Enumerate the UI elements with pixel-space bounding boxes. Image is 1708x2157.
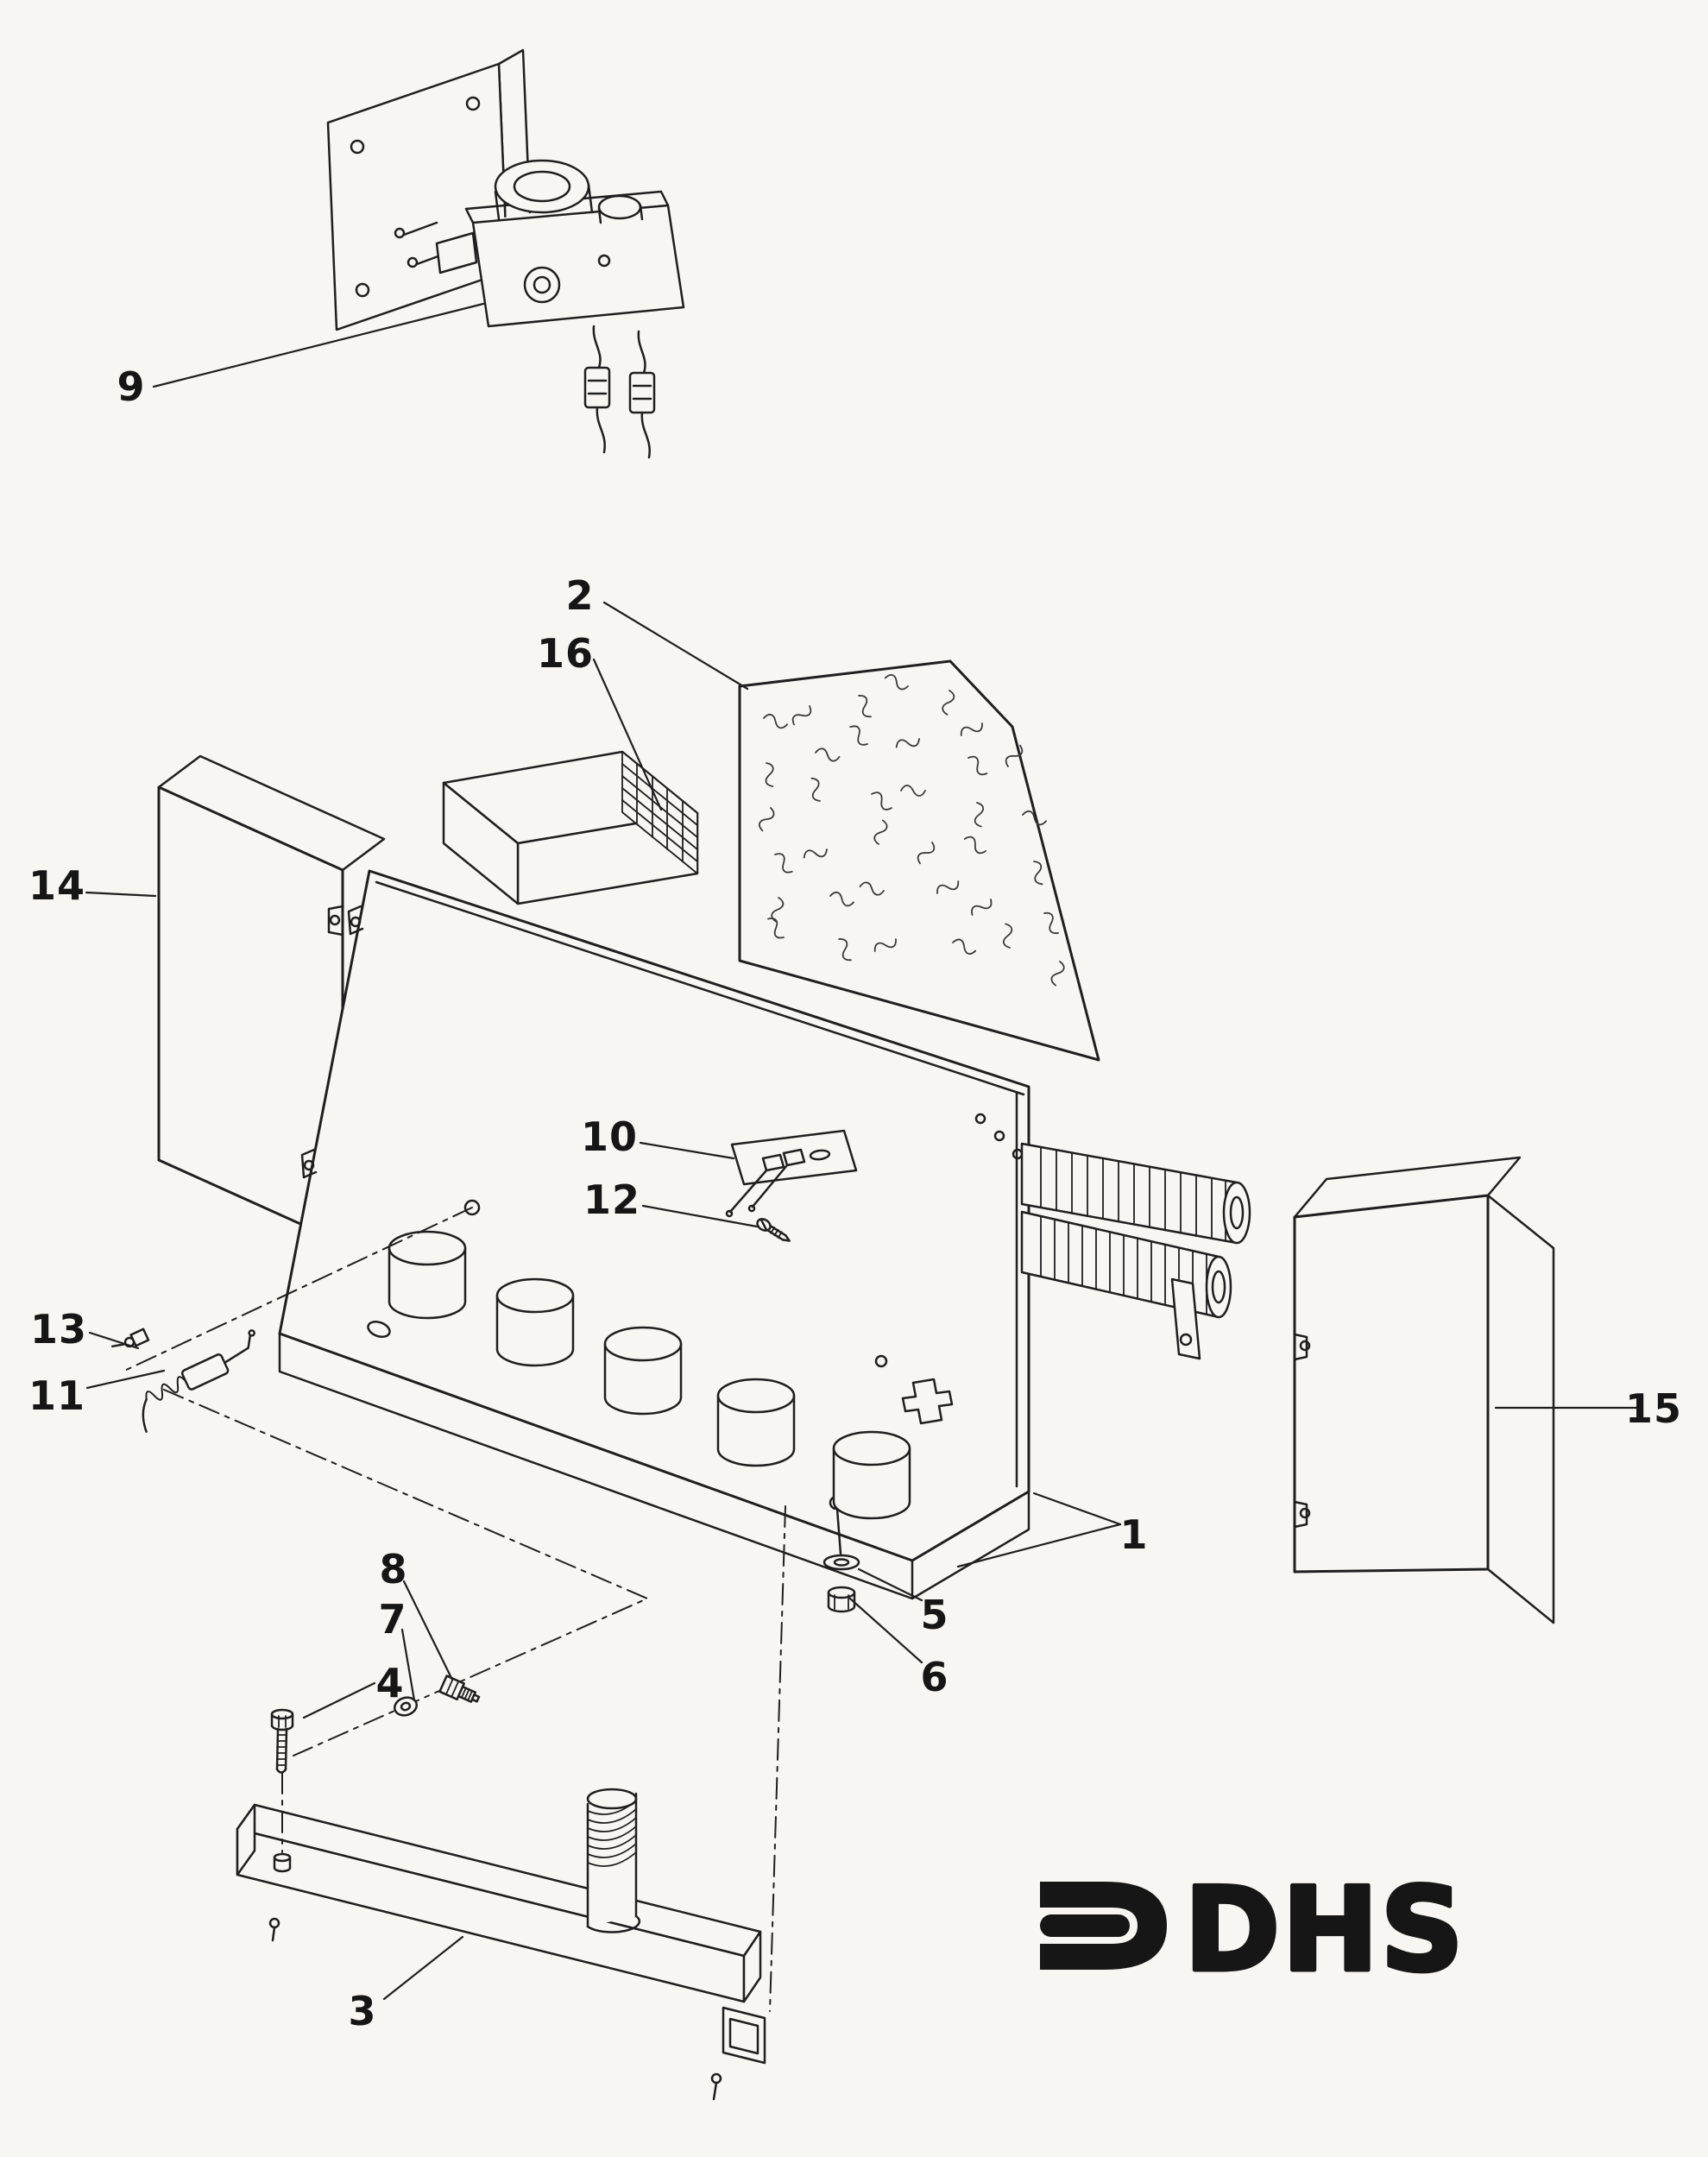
callout-16: 16 bbox=[536, 630, 595, 677]
part-2-insulation-panel bbox=[738, 659, 1100, 1062]
part-10-electrode-bracket bbox=[725, 1129, 858, 1218]
callout-3: 3 bbox=[348, 1988, 377, 2034]
callout-2: 2 bbox=[565, 572, 595, 619]
part-1-burner-panel bbox=[278, 869, 1030, 1600]
callout-4: 4 bbox=[375, 1660, 405, 1706]
part-15-right-panel bbox=[1293, 1156, 1555, 1624]
callout-8: 8 bbox=[379, 1546, 408, 1593]
keyhole-slot bbox=[901, 1378, 954, 1425]
gas-pipe bbox=[586, 1788, 641, 1933]
dhs-logo: DHS bbox=[1040, 1861, 1465, 2000]
dhs-logo-icon bbox=[1040, 1882, 1167, 1970]
solenoid-coil bbox=[494, 159, 594, 221]
callout-5: 5 bbox=[920, 1592, 949, 1638]
dhs-logo-text: DHS bbox=[1184, 1863, 1465, 1997]
callout-10: 10 bbox=[580, 1113, 639, 1160]
leader-lines bbox=[85, 302, 1643, 2001]
valve-boss bbox=[597, 194, 644, 224]
dhs-logo-bar bbox=[1040, 1914, 1130, 1937]
part-4-bolt bbox=[270, 1708, 294, 1774]
callout-6: 6 bbox=[920, 1654, 949, 1700]
part-11-igniter bbox=[142, 1329, 255, 1433]
callout-1: 1 bbox=[1119, 1511, 1149, 1558]
part-3-manifold bbox=[236, 1788, 766, 2101]
part-16-duct-with-mesh bbox=[442, 750, 699, 905]
callout-12: 12 bbox=[583, 1176, 641, 1223]
callout-11: 11 bbox=[28, 1372, 86, 1419]
manifold-spud bbox=[273, 1852, 292, 1873]
part-7-washer bbox=[394, 1696, 418, 1717]
part-6-nut bbox=[827, 1586, 856, 1613]
burner-cups bbox=[388, 1230, 911, 1520]
part-8-orifice-fitting bbox=[438, 1675, 481, 1703]
callout-13: 13 bbox=[29, 1306, 88, 1353]
part-14-left-panel bbox=[157, 754, 386, 1245]
callout-14: 14 bbox=[28, 862, 86, 909]
part-5-washer bbox=[822, 1554, 860, 1571]
mesh-grid bbox=[621, 751, 698, 874]
corrugated-tubes bbox=[1020, 1142, 1251, 1360]
part-9-gas-valve-assembly bbox=[326, 48, 685, 459]
wire-leads bbox=[583, 325, 656, 459]
callout-15: 15 bbox=[1624, 1385, 1683, 1432]
igniter-hole bbox=[463, 1199, 481, 1216]
callout-7: 7 bbox=[378, 1596, 407, 1643]
callout-9: 9 bbox=[117, 363, 146, 410]
manifold-open-end bbox=[710, 2006, 766, 2101]
part-12-screw bbox=[756, 1218, 791, 1242]
